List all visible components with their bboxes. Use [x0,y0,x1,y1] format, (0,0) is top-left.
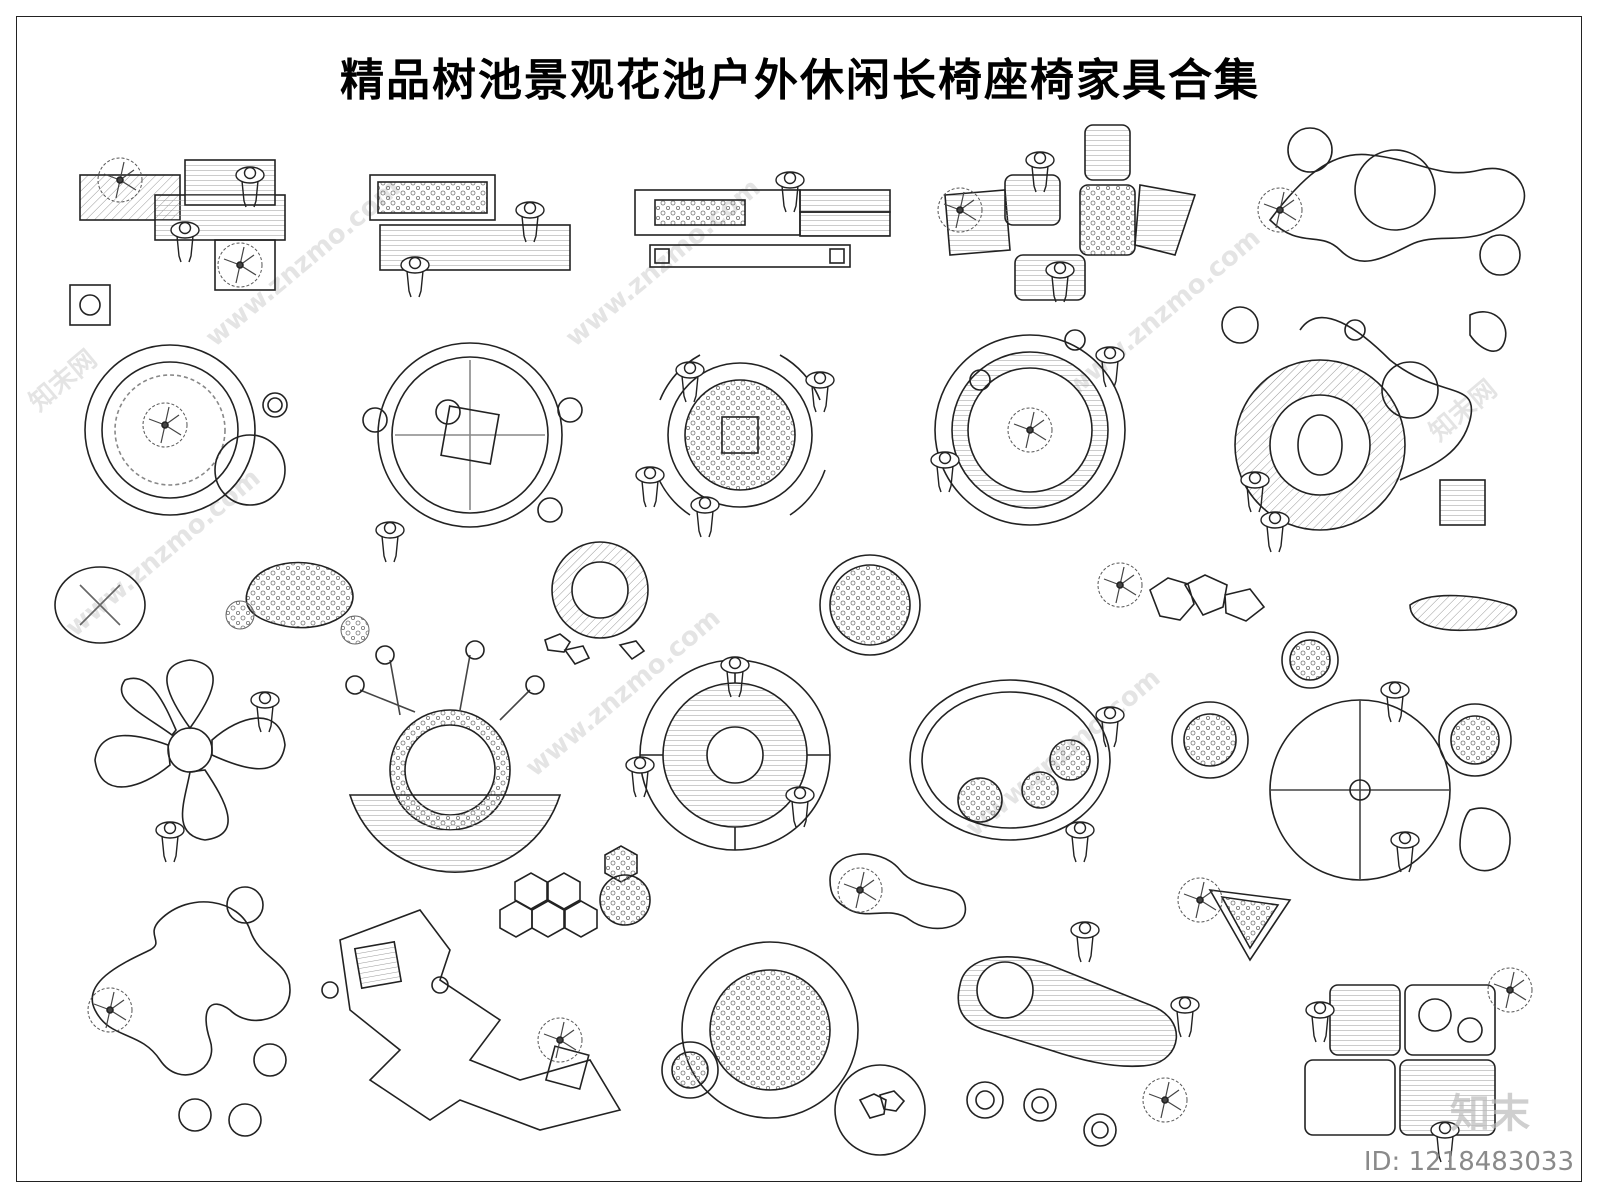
long-curved-bench-row5 [957,956,1200,1147]
planter-small-row3 [54,541,1518,665]
round-split-bench [1171,631,1512,881]
flower-bench [94,659,286,863]
capsule-bench-row4 [829,853,1100,963]
triangle-tree-pool [1177,877,1292,962]
round-tree-pool-3 [635,354,835,538]
bench-tree-pool-3 [634,171,891,268]
arc-bench-with-chairs [345,640,562,874]
square-bench-cluster [1304,967,1533,1163]
round-tree-pool-2 [362,342,583,563]
brand-watermark: 知末 [1450,1091,1530,1137]
bench-tree-pool-1 [69,157,286,326]
bench-tree-pool-4 [937,124,1197,303]
round-bench-sectioned [625,656,831,851]
round-plaza-row5 [661,941,926,1156]
bench-tree-pool-2 [369,174,571,298]
oval-tree-pool [909,679,1125,863]
page-title: 精品树池景观花池户外休闲长椅座椅家具合集 [340,55,1260,106]
drawing-border [16,16,1582,1182]
curvy-planter-row5 [87,886,291,1137]
round-tree-pool-4 [930,329,1126,526]
zigzag-bench-row5 [321,909,622,1131]
curvy-bench-5 [1257,127,1526,276]
hexagon-planters [499,845,651,938]
image-id-tag: ID: 1218483033 [1363,1147,1574,1177]
round-tree-pool-1 [84,344,288,516]
round-tree-pool-5 [1221,306,1507,553]
